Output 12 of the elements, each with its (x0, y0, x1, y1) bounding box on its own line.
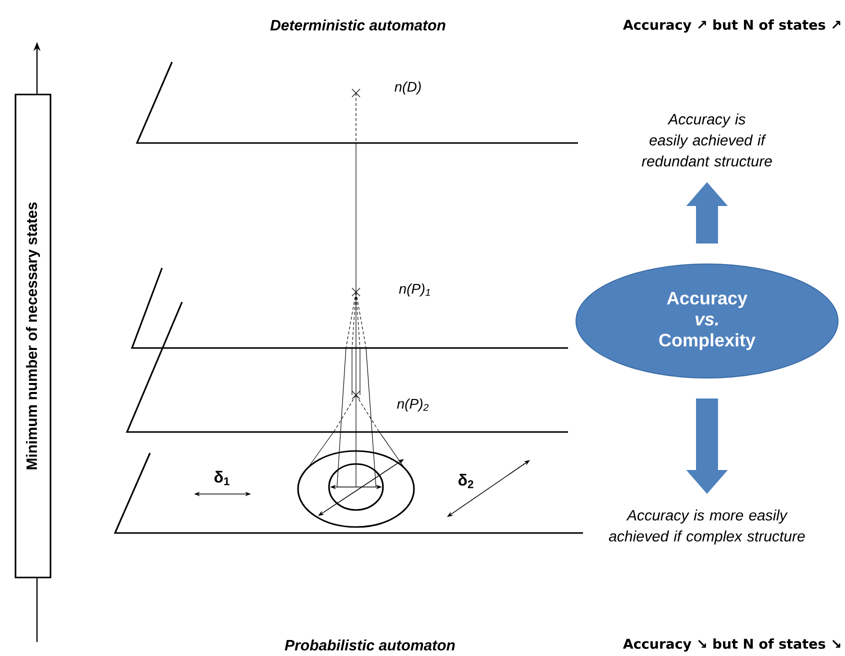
heading: Accuracy ↘ but N of states ↘ (623, 638, 840, 652)
dimension-label: δ$_{2}$ (458, 474, 474, 488)
note-text: Accuracy is easily achieved if redundant structure (642, 114, 772, 167)
heading: Probabilistic automaton (284, 640, 455, 650)
dimension-label: δ$_{1}$ (214, 470, 230, 486)
state-label: n(P)$_{1}$ (399, 283, 430, 297)
state-label: n(D) (394, 81, 421, 95)
heading: Accuracy ↗ but N of states ↗ (623, 19, 840, 33)
note-text: Accuracy is more easily achieved if complex structure (608, 510, 805, 544)
axis-label-box: Minimum number of necessary states (14, 94, 52, 578)
state-label: n(P)$_{2}$ (397, 398, 429, 412)
heading: Deterministic automaton (270, 20, 446, 30)
